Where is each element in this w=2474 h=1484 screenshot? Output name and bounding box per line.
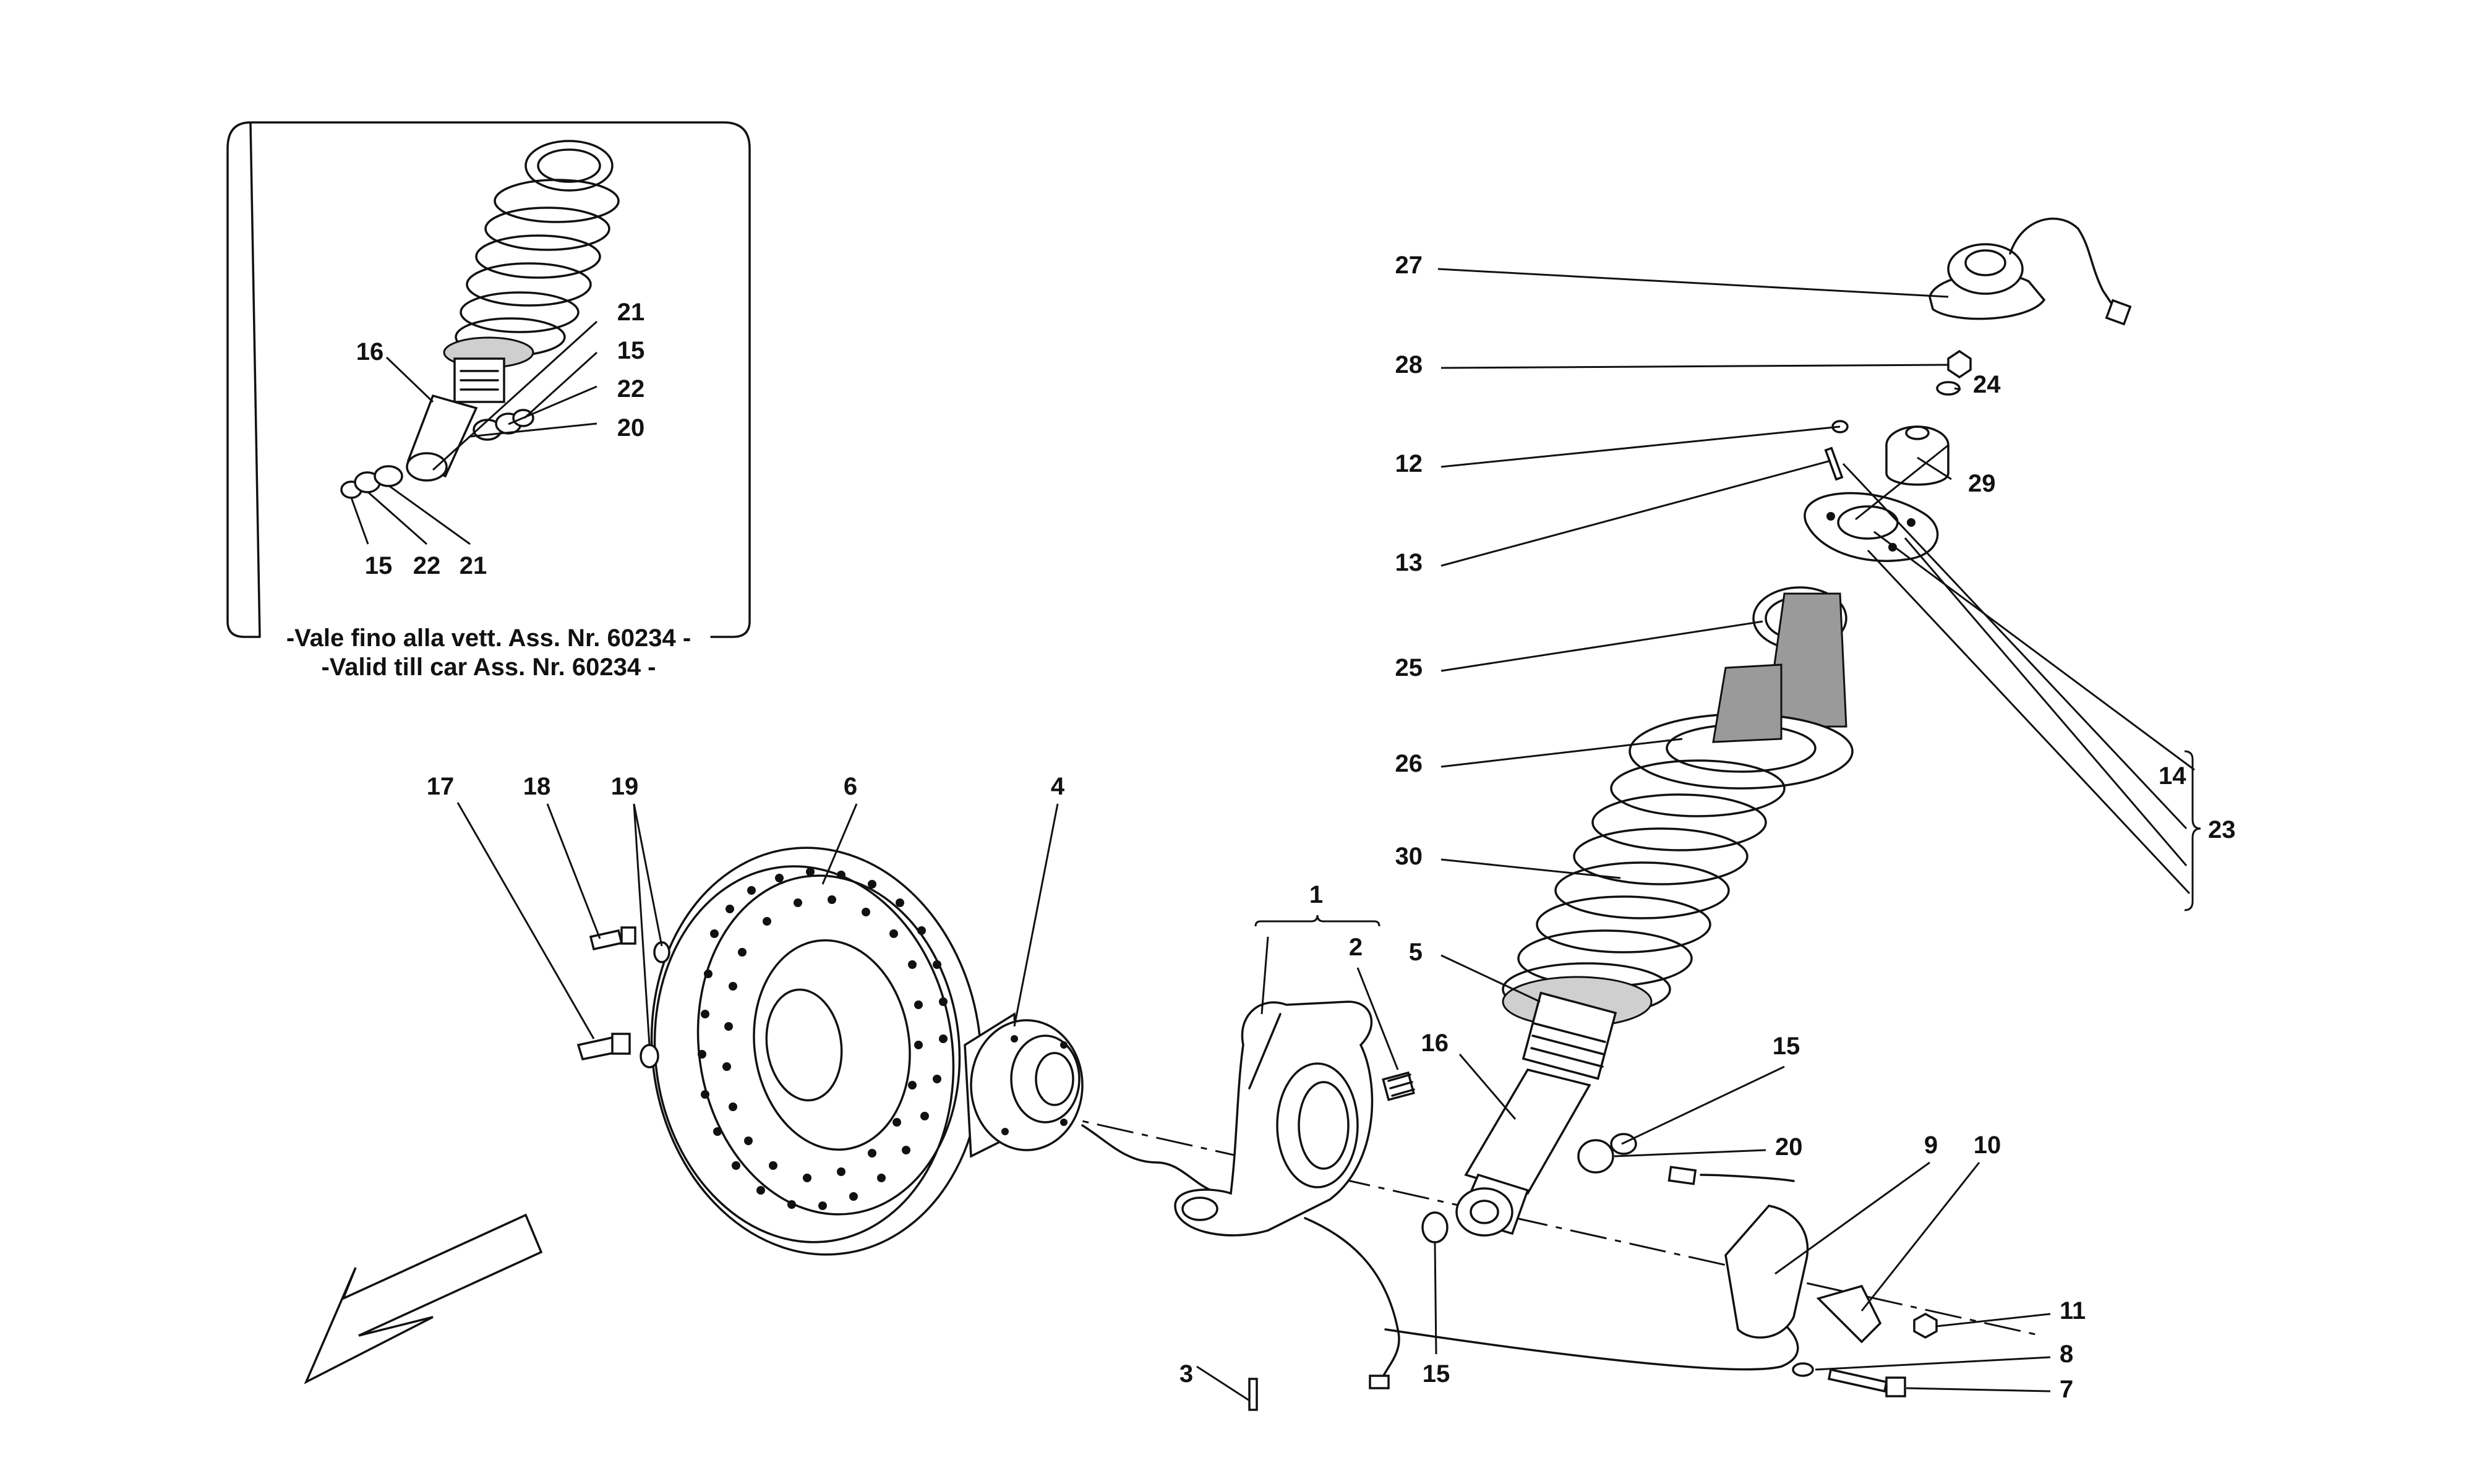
callout-28: 28 bbox=[1395, 351, 1423, 378]
inset-note-it: -Vale fino alla vett. Ass. Nr. 60234 - bbox=[286, 625, 691, 652]
callout-25: 25 bbox=[1395, 654, 1423, 681]
inset-label-15-top: 15 bbox=[617, 337, 645, 364]
callout-20: 20 bbox=[1775, 1133, 1803, 1161]
callout-9: 9 bbox=[1924, 1132, 1938, 1159]
inset-label-21-bottom: 21 bbox=[460, 552, 487, 579]
callout-labels: 27 28 24 12 29 13 25 26 14 23 30 5 17 18… bbox=[427, 252, 2236, 1403]
callout-15-lower: 15 bbox=[1423, 1360, 1450, 1388]
inset-panel: -Vale fino alla vett. Ass. Nr. 60234 - -… bbox=[226, 121, 751, 681]
callout-5: 5 bbox=[1409, 939, 1423, 966]
callout-23: 23 bbox=[2208, 816, 2236, 843]
callout-13: 13 bbox=[1395, 549, 1423, 576]
callout-11: 11 bbox=[2060, 1297, 2086, 1324]
callout-26: 26 bbox=[1395, 750, 1423, 777]
inset-note-en: -Valid till car Ass. Nr. 60234 - bbox=[321, 654, 656, 681]
callout-1: 1 bbox=[1309, 881, 1323, 908]
callout-3: 3 bbox=[1179, 1360, 1193, 1388]
front-direction-arrow-icon bbox=[304, 1213, 543, 1384]
callout-18: 18 bbox=[523, 773, 551, 800]
callout-8: 8 bbox=[2060, 1341, 2073, 1368]
callout-14: 14 bbox=[2159, 762, 2186, 790]
inset-label-16: 16 bbox=[356, 338, 384, 365]
inset-shock-absorber-drawing bbox=[340, 140, 620, 499]
brake-disc bbox=[650, 846, 983, 1256]
callout-7: 7 bbox=[2060, 1376, 2073, 1403]
inset-leaders bbox=[350, 320, 598, 545]
upper-strut-mount bbox=[1885, 217, 2132, 486]
callout-10: 10 bbox=[1974, 1132, 2001, 1159]
inset-label-22-bottom: 22 bbox=[413, 552, 441, 579]
callout-brace-1 bbox=[1254, 915, 1380, 927]
damper bbox=[1421, 976, 1653, 1243]
callout-15-upper: 15 bbox=[1773, 1033, 1800, 1060]
upper-spring-seat bbox=[1804, 420, 1939, 562]
callout-29: 29 bbox=[1968, 470, 1996, 497]
steering-knuckle bbox=[1174, 1000, 1799, 1411]
callout-16: 16 bbox=[1421, 1030, 1449, 1057]
callout-4: 4 bbox=[1051, 773, 1065, 800]
callout-12: 12 bbox=[1395, 450, 1423, 477]
inset-label-22-top: 22 bbox=[617, 375, 645, 403]
coil-spring bbox=[1502, 759, 1786, 1017]
inset-label-21-top: 21 bbox=[617, 299, 645, 326]
callout-brace-23 bbox=[2184, 750, 2201, 911]
callout-19: 19 bbox=[611, 773, 639, 800]
callout-24: 24 bbox=[1973, 371, 2001, 398]
callout-30: 30 bbox=[1395, 843, 1423, 870]
assembly-axis bbox=[742, 1044, 2042, 1337]
callout-27: 27 bbox=[1395, 252, 1423, 279]
sensor-bracket bbox=[1667, 1166, 1938, 1397]
bump-stop-and-spring-seat bbox=[1629, 586, 1854, 790]
wheel-hub bbox=[964, 1012, 1238, 1195]
callout-17: 17 bbox=[427, 773, 455, 800]
inset-label-15-bottom: 15 bbox=[365, 552, 393, 579]
callout-2: 2 bbox=[1349, 934, 1363, 961]
callout-leaders bbox=[456, 268, 2195, 1402]
brake-disc-cross-drilling bbox=[698, 868, 948, 1210]
inset-label-20: 20 bbox=[617, 414, 645, 441]
callout-6: 6 bbox=[844, 773, 857, 800]
